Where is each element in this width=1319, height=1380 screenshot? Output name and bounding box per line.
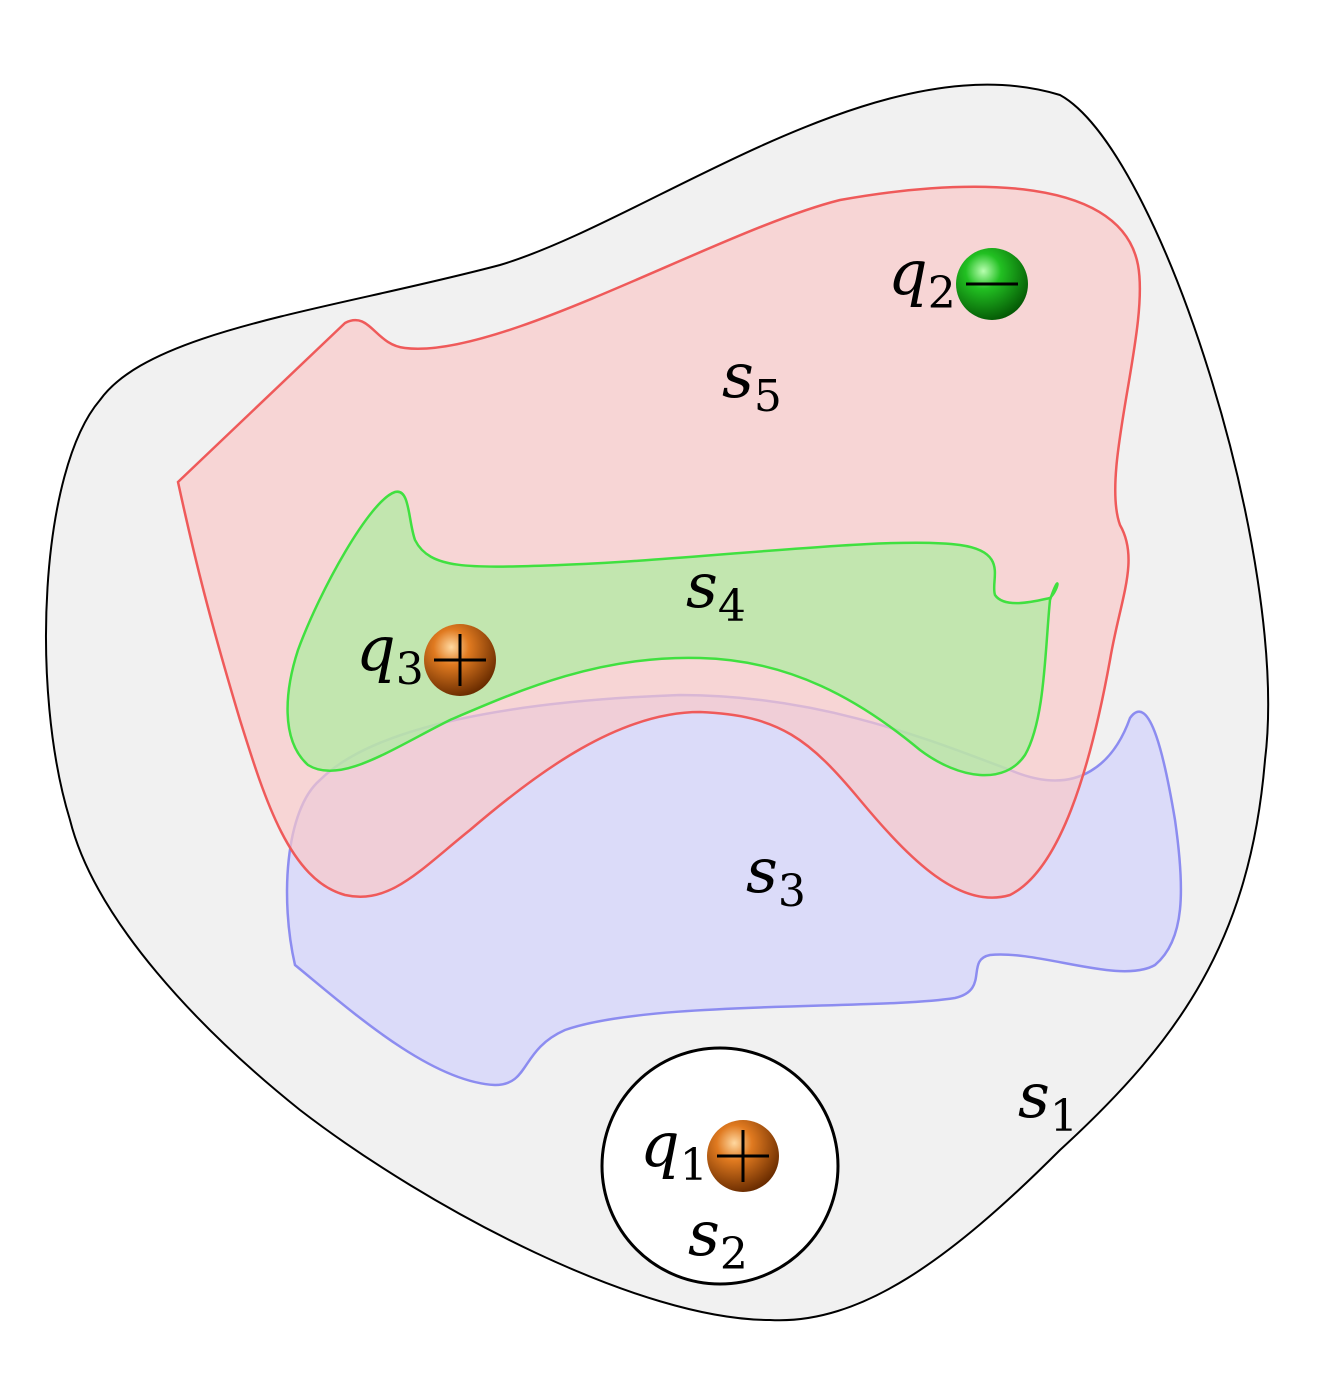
surface-s4-boundary (286, 490, 1059, 777)
label-s5: s5 (722, 339, 782, 422)
charge-q3 (424, 624, 496, 696)
label-s4: s4 (686, 549, 746, 632)
label-q1: q1 (640, 1108, 708, 1191)
charge-q1 (707, 1120, 779, 1192)
label-q2: q2 (888, 236, 956, 319)
label-s1: s1 (1018, 1059, 1078, 1142)
label-s3: s3 (746, 834, 806, 917)
label-s2: s2 (688, 1197, 748, 1280)
charge-q2 (956, 248, 1028, 320)
label-q3: q3 (356, 612, 424, 695)
